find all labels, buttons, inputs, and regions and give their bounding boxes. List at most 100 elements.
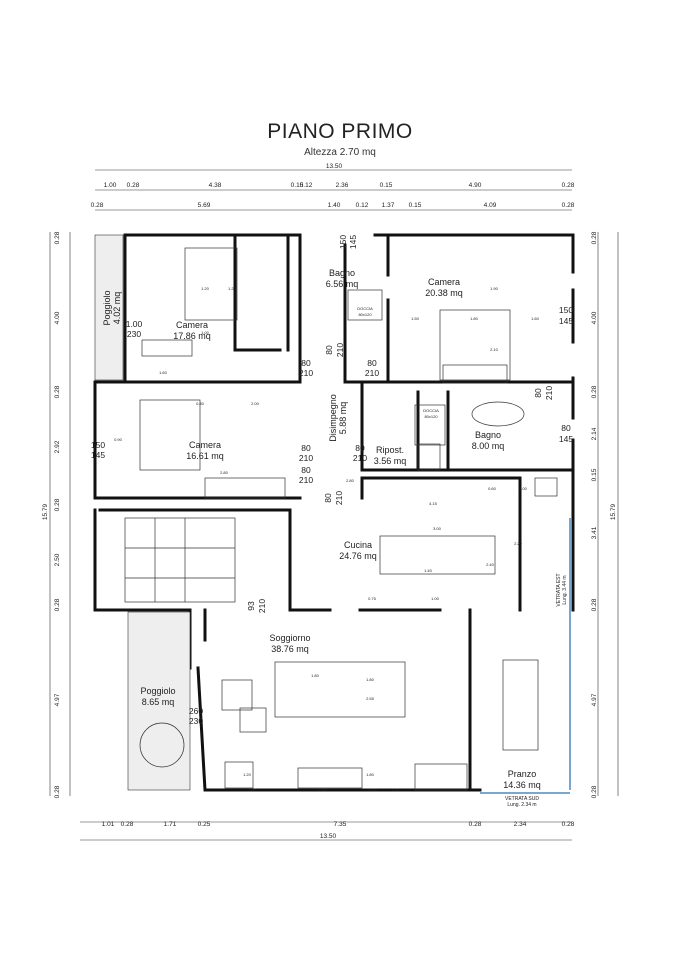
furniture-dim-11: 3.00 <box>433 526 442 531</box>
dim-right-3: 2.14 <box>591 427 598 440</box>
dim-top2-6: 0.15 <box>380 182 393 189</box>
room-soggiorno-area: 38.76 mq <box>271 644 309 654</box>
room-cucina-name: Cucina <box>344 540 372 550</box>
opening-11-h: 145 <box>559 434 573 444</box>
dim-top-total-0: 13.50 <box>326 163 343 170</box>
dim-right-4: 0.15 <box>591 468 598 481</box>
room-disimpegno-area: 5.88 mq <box>338 402 348 435</box>
furniture-dim-0: 1.20 <box>201 286 210 291</box>
furniture-dim-20: 1.80 <box>366 677 375 682</box>
opening-14-w: 93 <box>246 601 256 611</box>
opening-14-h: 210 <box>257 599 267 613</box>
opening-13-h: 210 <box>334 491 344 505</box>
opening-6-w: 80 <box>324 345 334 355</box>
dim-bot1-6: 2.34 <box>514 821 527 828</box>
dim-bot1-0: 1.01 <box>102 821 115 828</box>
dim-top2-7: 4.90 <box>469 182 482 189</box>
furniture-dim-30: 1.80 <box>366 772 375 777</box>
room-camera-1-name: Camera <box>176 320 208 330</box>
furniture-dim-22: 1.50 <box>411 316 420 321</box>
dim-top3-1: 5.69 <box>198 202 211 209</box>
dim-right-5: 3.41 <box>591 526 598 539</box>
vetrata-est-label: VETRATA EST <box>556 573 562 606</box>
dims-top-total: 13.50 <box>326 163 343 170</box>
opening-3-h: 145 <box>348 235 358 249</box>
vetrata-sud-label: VETRATA SUD <box>505 796 539 802</box>
doccia-1-label: DOCCIA <box>357 306 373 311</box>
room-camera-1-area: 17.86 mq <box>173 331 211 341</box>
walls <box>93 233 575 792</box>
dim-top3-4: 1.37 <box>382 202 395 209</box>
glazing-notes: VETRATA EST Lung. 3.44 m VETRATA SUD Lun… <box>505 573 568 808</box>
furniture-dim-25: 1.60 <box>531 316 540 321</box>
furniture-dim-2: 1.60 <box>159 370 168 375</box>
dim-top2-1: 0.28 <box>127 182 140 189</box>
dim-top3-5: 0.15 <box>409 202 422 209</box>
room-camera-3-name: Camera <box>189 440 221 450</box>
opening-1-h: 230 <box>127 329 141 339</box>
vetrata-sud-length: Lung. 2.34 m <box>507 802 536 808</box>
opening-9-h: 210 <box>299 453 313 463</box>
opening-5-h: 210 <box>299 368 313 378</box>
dim-bot1-2: 1.71 <box>164 821 177 828</box>
opening-2-w: 150 <box>91 440 105 450</box>
opening-11-w: 80 <box>561 423 571 433</box>
room-bagno-1-area: 6.56 mq <box>326 279 359 289</box>
opening-12-w: 80 <box>301 465 311 475</box>
doccia-1-size: 80x120 <box>358 312 372 317</box>
opening-4-w: 150 <box>559 305 573 315</box>
doccia-2-label: DOCCIA <box>423 408 439 413</box>
dim-left-1: 4.00 <box>54 311 61 324</box>
room-labels: Poggiolo 4.02 mq Camera 17.86 mq Bagno 6… <box>102 268 541 790</box>
dim-top2-2: 4.38 <box>209 182 222 189</box>
room-bagno-2-name: Bagno <box>475 430 501 440</box>
dim-top3-0: 0.28 <box>91 202 104 209</box>
dim-top3-7: 0.28 <box>562 202 575 209</box>
dim-left-5: 2.50 <box>54 553 61 566</box>
room-ripost-area: 3.56 mq <box>374 456 407 466</box>
dim-bot1-3: 0.25 <box>198 821 211 828</box>
vetrata-est-length: Lung. 3.44 m <box>562 575 568 604</box>
furniture-dim-31: 1.10 <box>391 787 400 792</box>
furniture-dim-7: 1.00 <box>201 330 210 335</box>
furniture-dim-4: 0.80 <box>196 401 205 406</box>
furniture-dim-26: 1.20 <box>248 787 257 792</box>
glazing <box>480 518 571 794</box>
dim-bot1-1: 0.28 <box>121 821 134 828</box>
dim-top2-0: 1.00 <box>104 182 117 189</box>
opening-1-w: 1.00 <box>126 319 143 329</box>
furniture-dim-5: 0.90 <box>114 437 123 442</box>
opening-15-w: 260 <box>189 706 203 716</box>
furniture-dim-15: 2.20 <box>514 541 523 546</box>
dim-bot1-4: 7.35 <box>334 821 347 828</box>
dim-right-8: 0.28 <box>591 785 598 798</box>
room-camera-2-name: Camera <box>428 277 460 287</box>
plan-subtitle: Altezza 2.70 mq <box>304 147 376 158</box>
room-camera-3-area: 16.61 mq <box>186 451 224 461</box>
furniture-dim-12: 1.00 <box>519 486 528 491</box>
dim-left-6: 0.28 <box>54 598 61 611</box>
room-bagno-1-name: Bagno <box>329 268 355 278</box>
dim-right-2: 0.28 <box>591 385 598 398</box>
dim-left-4: 0.28 <box>54 498 61 511</box>
dim-bot1-5: 0.28 <box>469 821 482 828</box>
staircase <box>124 517 236 603</box>
dim-left-2: 0.28 <box>54 385 61 398</box>
room-pranzo-area: 14.36 mq <box>503 780 541 790</box>
furniture-dim-6: 2.80 <box>220 470 229 475</box>
dim-right-1: 4.00 <box>591 311 598 324</box>
opening-9-w: 80 <box>301 443 311 453</box>
doccia-2-size: 80x120 <box>424 414 438 419</box>
dim-right-7: 4.97 <box>591 693 598 706</box>
opening-15-h: 230 <box>189 716 203 726</box>
dim-right-total: 15.79 <box>610 503 617 520</box>
furniture-dim-24: 2.10 <box>490 347 499 352</box>
furniture-dim-18: 1.80 <box>311 673 320 678</box>
room-bagno-2-area: 8.00 mq <box>472 441 505 451</box>
fixture-labels: DOCCIA 80x120 DOCCIA 80x120 <box>357 306 439 419</box>
